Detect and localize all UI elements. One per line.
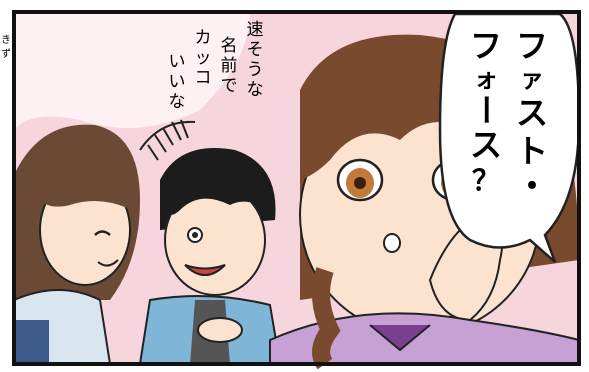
speech-char: ト <box>515 132 548 170</box>
speech-column-1: フ ァ ス ト ・ <box>512 28 552 202</box>
aside-char: ッ <box>194 48 212 68</box>
speech-char: ス <box>515 94 548 132</box>
aside-char: な <box>168 92 186 112</box>
margin-char: ず <box>1 49 11 60</box>
speech-char: ァ <box>520 65 544 93</box>
boy-figure <box>138 148 282 365</box>
speech-char: ？ <box>471 164 500 197</box>
aside-char: 速 <box>246 20 264 40</box>
aside-char: カ <box>194 28 212 48</box>
girl-left-figure <box>13 124 140 365</box>
speech-char: フ <box>515 27 548 65</box>
aside-char: な <box>246 80 264 100</box>
speech-char: ー <box>466 94 504 126</box>
speech-column-2: フ ォ ー ス ？ <box>466 28 506 198</box>
speech-char: ォ <box>474 65 498 93</box>
margin-text: き ず <box>0 34 12 62</box>
aside-char: 前 <box>220 56 238 76</box>
aside-char: い <box>168 52 186 72</box>
aside-char: そ <box>246 40 264 60</box>
speech-char: ス <box>469 126 502 164</box>
aside-column-4: い い な <box>166 52 188 112</box>
aside-char: コ <box>194 68 212 88</box>
aside-column-2: 名 前 で <box>218 36 240 96</box>
margin-char: き <box>1 35 11 46</box>
panel-border <box>12 10 581 366</box>
aside-column-3: カ ッ コ <box>192 28 214 88</box>
speech-char: ・ <box>515 167 548 205</box>
emphasis-lines <box>139 119 196 161</box>
aside-char: 名 <box>220 36 238 56</box>
aside-char: い <box>168 72 186 92</box>
speech-char: フ <box>469 27 502 65</box>
aside-char: う <box>246 60 264 80</box>
aside-column-1: 速 そ う な <box>244 20 266 100</box>
aside-char: で <box>220 76 238 96</box>
